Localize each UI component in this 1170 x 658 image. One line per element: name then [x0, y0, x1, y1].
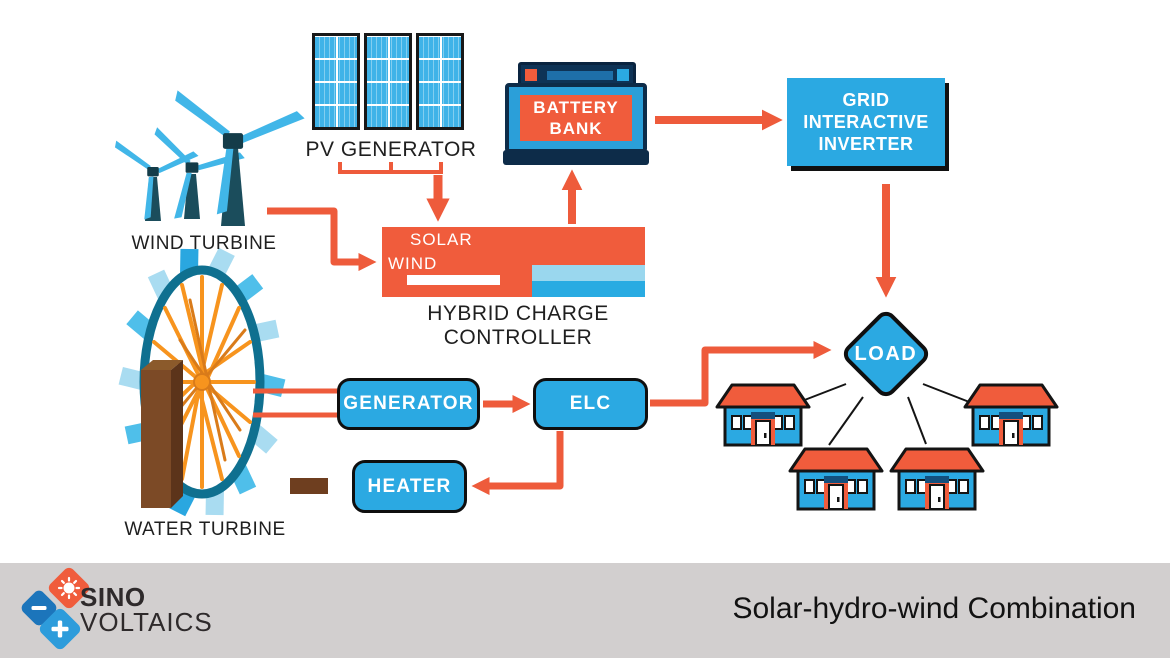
- hybrid-charge-controller-label: HYBRID CHARGE CONTROLLER: [427, 302, 609, 349]
- brand-wordmark: SINO VOLTAICS: [80, 582, 213, 637]
- water-turbine-icon: [118, 247, 328, 517]
- houses-icon: [715, 383, 1059, 511]
- pv-bracket-connector: [338, 162, 443, 174]
- house-icon: [963, 383, 1059, 447]
- house-icon: [788, 447, 884, 511]
- battery-lid-bar: [547, 71, 613, 80]
- minus-diamond-icon: [21, 590, 57, 626]
- arrow-elc-to-heater: [471, 431, 564, 496]
- arrow-wind-to-controller: [267, 207, 377, 272]
- pv-generator-label: PV GENERATOR: [305, 138, 477, 161]
- solar-panel-icon: [312, 33, 360, 130]
- controller-solar-input-label: SOLAR: [410, 230, 473, 249]
- diagram-artwork: [114, 90, 1059, 517]
- sinovoltaics-logo-icon: [21, 567, 90, 650]
- house-icon: [715, 383, 811, 447]
- solar-panel-icon: [416, 33, 464, 130]
- arrow-elc-to-load: [650, 340, 832, 407]
- elc-box: ELC: [533, 378, 648, 430]
- water-turbine-label: WATER TURBINE: [124, 519, 286, 540]
- brand-name-bottom: VOLTAICS: [80, 607, 213, 637]
- pv-generator-icon: [312, 33, 464, 130]
- battery-terminal-negative: [617, 69, 629, 81]
- hybrid-charge-controller-box: SOLAR WIND: [382, 227, 645, 297]
- controller-stripe-dark: [532, 281, 645, 297]
- wind-turbine-icon: [114, 90, 305, 226]
- brand-name-top: SINO: [80, 582, 146, 612]
- battery-base: [503, 150, 649, 165]
- footer-bar: SINO VOLTAICS Solar-hydro-wind Combinati…: [0, 563, 1170, 658]
- plus-diamond-icon: [39, 608, 81, 650]
- controller-indicator-bar: [407, 275, 500, 285]
- generator-box: GENERATOR: [337, 378, 480, 430]
- house-icon: [889, 447, 985, 511]
- controller-wind-input-label: WIND: [388, 254, 438, 273]
- heater-box: HEATER: [352, 460, 467, 513]
- grid-interactive-inverter-box: GRID INTERACTIVE INVERTER: [787, 78, 945, 166]
- battery-bank-icon: BATTERY BANK: [503, 62, 649, 166]
- controller-stripe-light: [532, 265, 645, 281]
- solar-panel-icon: [364, 33, 412, 130]
- battery-bank-label: BATTERY BANK: [520, 95, 632, 141]
- diagram-title: Solar-hydro-wind Combination: [732, 592, 1136, 625]
- sun-icon: [57, 576, 81, 600]
- wind-turbine-label: WIND TURBINE: [131, 233, 277, 254]
- battery-body: BATTERY BANK: [505, 83, 647, 153]
- battery-terminal-positive: [525, 69, 537, 81]
- load-label: LOAD: [854, 342, 918, 365]
- wheel-to-generator-lines: [253, 388, 337, 418]
